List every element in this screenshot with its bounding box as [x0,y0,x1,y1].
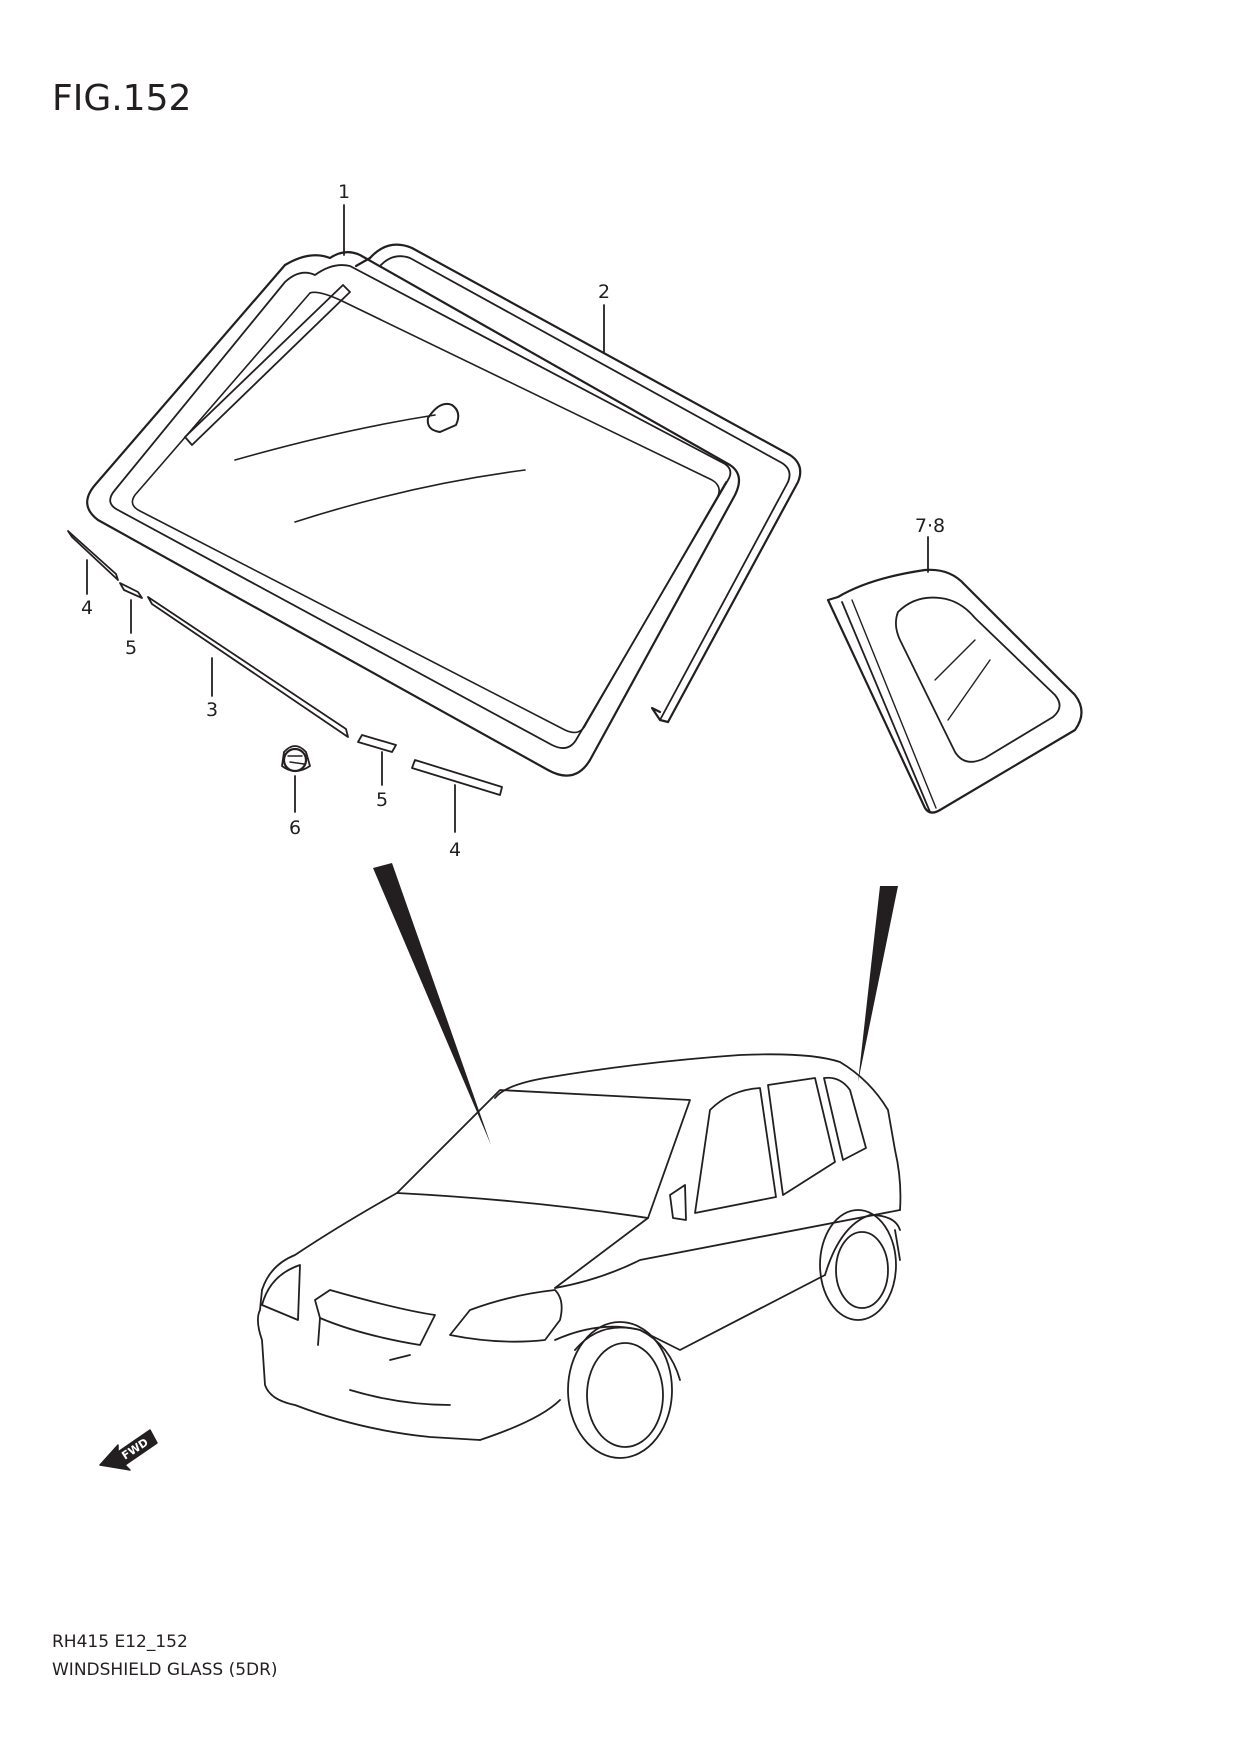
windshield-glass [86,251,741,777]
lower-molding [147,596,349,738]
fwd-arrow-icon: FWD [99,1429,158,1471]
callout-lower-molding: 3 [206,699,218,721]
quarter-glass [826,568,1083,814]
callout-clip: 6 [289,817,301,839]
callout-side-molding-left: 4 [81,597,93,619]
callout-numbers: 1 2 7·8 4 5 3 5 6 4 [81,181,945,861]
figure-code: RH415 E12_152 [52,1632,188,1652]
joint-right [357,734,397,753]
car-body-outline [257,1053,902,1459]
callout-joint-left: 5 [125,637,137,659]
callout-joint-right: 5 [376,789,388,811]
dam-rubber [354,243,802,724]
figure-caption: WINDSHIELD GLASS (5DR) [52,1660,278,1680]
leader-lines [86,204,929,833]
clip [281,745,311,773]
callout-dam-rubber: 2 [598,281,610,303]
pointer-wedges [373,863,898,1145]
callout-side-molding-right: 4 [449,839,461,861]
callout-windshield-glass: 1 [338,181,350,203]
side-molding-right [411,759,503,796]
callout-quarter-glass: 7·8 [915,515,945,537]
figure-title: FIG.152 [52,78,192,119]
side-molding-left [67,530,119,581]
joint-left [119,582,143,599]
